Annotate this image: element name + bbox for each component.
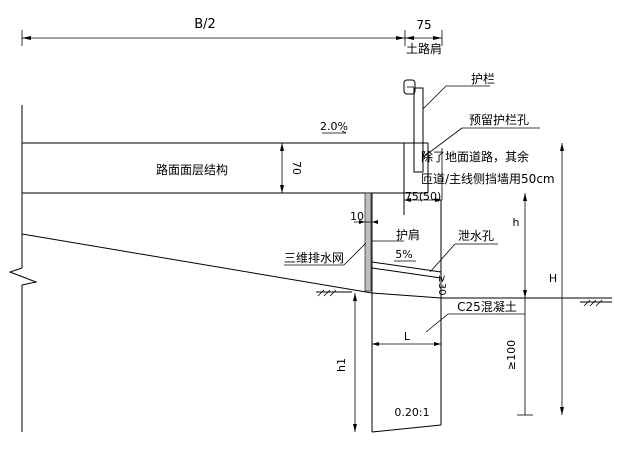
weep-hole-leader xyxy=(429,243,456,273)
pavement-label: 路面面层结构 xyxy=(156,162,228,177)
weep-hole-label: 泄水孔 xyxy=(458,229,494,243)
h1-label: h1 xyxy=(335,358,348,372)
drain-net-leader xyxy=(343,242,367,266)
wall-batter-label: 0.20:1 xyxy=(394,406,429,419)
guardrail-hole-leader xyxy=(421,127,463,159)
pavement-thickness-label: 70 xyxy=(290,161,303,175)
drain-net-width-label: 10 xyxy=(350,210,364,223)
big-h-dimension xyxy=(560,143,564,415)
ground-lines xyxy=(21,233,612,307)
hole-offset-label: 75(50) xyxy=(405,190,442,203)
retaining-wall xyxy=(371,193,442,433)
guardrail xyxy=(403,79,424,173)
note-line-1: 除了地面道路，其余 xyxy=(421,149,529,164)
h1-dimension xyxy=(353,293,357,432)
left-boundary xyxy=(8,105,38,432)
weep-min-label: ≥30 xyxy=(436,274,447,295)
top-slope-label: 2.0% xyxy=(320,120,348,133)
big-h-label: H xyxy=(549,272,557,285)
concrete-leader xyxy=(425,313,449,333)
h-dimension xyxy=(523,193,527,298)
drain-net-label: 三维排水网 xyxy=(284,251,344,265)
guardrail-leader xyxy=(422,85,447,110)
l-dimension xyxy=(372,342,441,346)
top-slope-arrow xyxy=(322,130,347,134)
note-line-2: 匝道/主线侧挡墙用50cm xyxy=(421,172,555,186)
half-width-dimension xyxy=(21,30,443,46)
drain-net-width-dimension xyxy=(354,220,378,224)
drainage-net xyxy=(364,192,372,292)
min-100-dimension xyxy=(517,298,533,416)
guardrail-label: 护栏 xyxy=(471,71,495,86)
concrete-label: C25混凝土 xyxy=(457,299,517,314)
shoulder-label: 土路肩 xyxy=(406,41,442,56)
weep-slope-label: 5% xyxy=(395,248,412,261)
hole-offset-dimension xyxy=(404,148,443,202)
pavement-structure xyxy=(22,142,429,194)
shoulder-protection-label: 护肩 xyxy=(396,227,420,242)
weep-hole xyxy=(371,261,442,279)
half-width-label: B/2 xyxy=(194,17,216,32)
shoulder-width-label: 75 xyxy=(416,18,431,32)
guardrail-hole-label: 预留护栏孔 xyxy=(469,112,529,127)
l-label: L xyxy=(404,330,411,343)
min-100-label: ≥100 xyxy=(505,340,518,370)
h-label: h xyxy=(513,216,520,229)
pavement-thickness-dimension xyxy=(280,143,284,193)
